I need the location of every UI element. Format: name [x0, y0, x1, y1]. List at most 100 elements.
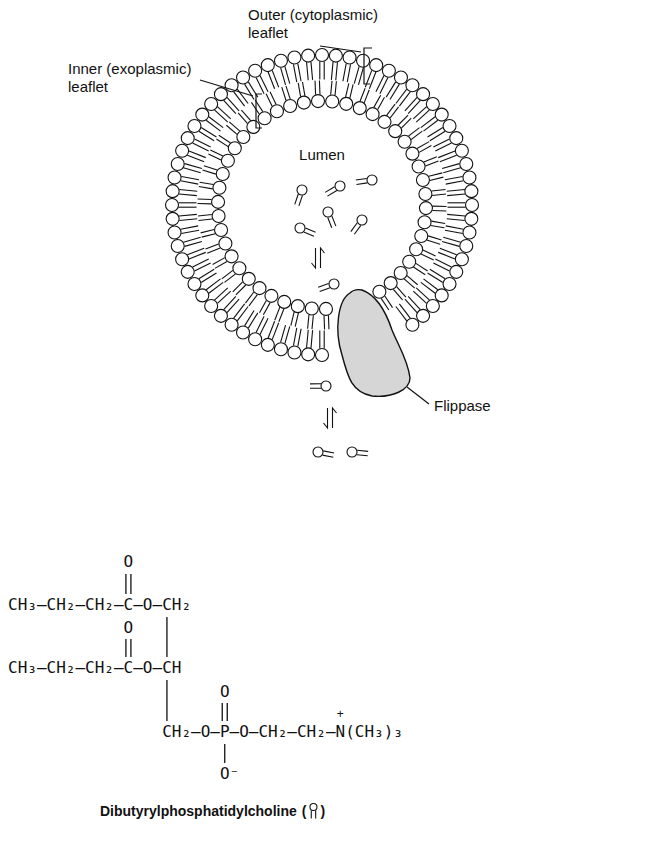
- fatty-tail: [408, 296, 420, 309]
- polar-head: [168, 226, 181, 239]
- polar-head: [419, 202, 432, 215]
- inner-lipid: [251, 100, 271, 125]
- inner-lipid: [291, 300, 304, 327]
- fatty-tail: [347, 64, 350, 82]
- fatty-tail: [411, 131, 422, 140]
- fatty-tail: [183, 237, 200, 242]
- fatty-tail: [308, 315, 309, 329]
- polar-head: [237, 130, 250, 143]
- polar-head: [450, 132, 463, 145]
- inner-lipid: [416, 173, 443, 187]
- inner-lipid: [312, 81, 325, 108]
- fatty-tail: [179, 202, 197, 203]
- polar-head: [323, 207, 333, 217]
- fatty-tail: [266, 94, 272, 107]
- inner-lipid: [326, 81, 339, 108]
- polar-head: [417, 309, 430, 322]
- inner-lipid: [201, 224, 228, 238]
- fatty-tail: [195, 139, 211, 147]
- fatty-tail: [319, 331, 320, 349]
- fatty-tail: [256, 316, 264, 332]
- fatty-tail: [390, 107, 398, 118]
- fatty-tail: [428, 128, 443, 137]
- fatty-tail: [421, 282, 435, 293]
- outer-lipid: [316, 331, 329, 362]
- fatty-tail: [206, 244, 219, 249]
- outer-lipid: [302, 330, 315, 361]
- polar-head: [463, 171, 476, 184]
- fatty-tail: [351, 223, 357, 232]
- fatty-tail: [245, 292, 253, 303]
- fatty-tail: [446, 181, 464, 184]
- polar-head: [265, 289, 278, 302]
- fatty-tail: [314, 81, 316, 95]
- fatty-tail: [295, 194, 299, 204]
- inner-lipid: [419, 187, 446, 200]
- fatty-tail: [413, 291, 426, 303]
- fatty-tail: [328, 217, 332, 227]
- polar-head: [205, 300, 218, 313]
- inner-lipid: [222, 262, 246, 283]
- fatty-tail: [443, 168, 460, 173]
- fatty-tail: [423, 279, 437, 290]
- fatty-tail: [275, 307, 280, 320]
- polar-head: [188, 120, 201, 133]
- polar-head: [378, 115, 391, 128]
- charge-label: +: [337, 707, 344, 721]
- fatty-tail: [272, 323, 279, 340]
- polar-head: [196, 289, 209, 302]
- fatty-tail: [413, 267, 425, 275]
- inner-lipid: [389, 115, 411, 138]
- outer-lipid: [181, 132, 210, 151]
- polar-head: [455, 253, 468, 266]
- formula-line: CH₃—CH₂—CH₂—C—O—CH: [8, 658, 181, 678]
- inner-lipid: [384, 277, 406, 300]
- bond-line: [166, 680, 167, 721]
- fatty-tail: [432, 190, 446, 191]
- polar-head: [406, 79, 419, 92]
- outer-lipid: [386, 71, 407, 99]
- leaflet-label: Inner (exoplasmic) leaflet: [68, 60, 196, 96]
- outer-lipid: [302, 49, 315, 80]
- outer-lipid: [413, 97, 439, 122]
- fatty-tail: [386, 82, 395, 97]
- fatty-tail: [281, 68, 286, 85]
- fatty-tail: [447, 214, 465, 216]
- fatty-tail: [380, 78, 388, 94]
- fatty-tail: [396, 89, 407, 103]
- outer-lipid: [171, 157, 202, 172]
- fatty-tail: [331, 62, 333, 80]
- outer-lipid: [166, 212, 197, 225]
- fatty-tail: [325, 187, 334, 193]
- fatty-tail: [393, 289, 402, 300]
- fatty-tail: [416, 110, 429, 122]
- free-lipid: [323, 207, 336, 228]
- fatty-tail: [187, 155, 204, 162]
- fatty-tail: [427, 240, 440, 244]
- outer-lipid: [405, 88, 430, 114]
- fatty-tail: [311, 62, 313, 80]
- inner-lipid: [415, 230, 442, 245]
- polar-head: [329, 279, 339, 289]
- fatty-tail: [208, 154, 221, 160]
- outer-lipid: [354, 54, 369, 85]
- polar-head: [465, 212, 478, 225]
- polar-head: [463, 226, 476, 239]
- outer-lipid: [447, 185, 478, 198]
- outer-lipid: [166, 199, 197, 212]
- fatty-tail: [201, 128, 216, 137]
- free-lipid: [356, 175, 377, 185]
- polar-head: [219, 237, 232, 250]
- polar-head: [412, 160, 425, 173]
- fatty-tail: [279, 309, 284, 322]
- fatty-tail: [201, 273, 216, 282]
- fatty-tail: [399, 92, 410, 106]
- polar-head: [171, 240, 184, 253]
- fatty-tail: [442, 164, 459, 169]
- fatty-tail: [224, 100, 236, 113]
- polar-head: [316, 349, 329, 362]
- polar-head: [247, 120, 260, 133]
- fatty-tail: [433, 263, 449, 271]
- fatty-tail: [203, 170, 216, 174]
- fatty-tail: [423, 250, 436, 256]
